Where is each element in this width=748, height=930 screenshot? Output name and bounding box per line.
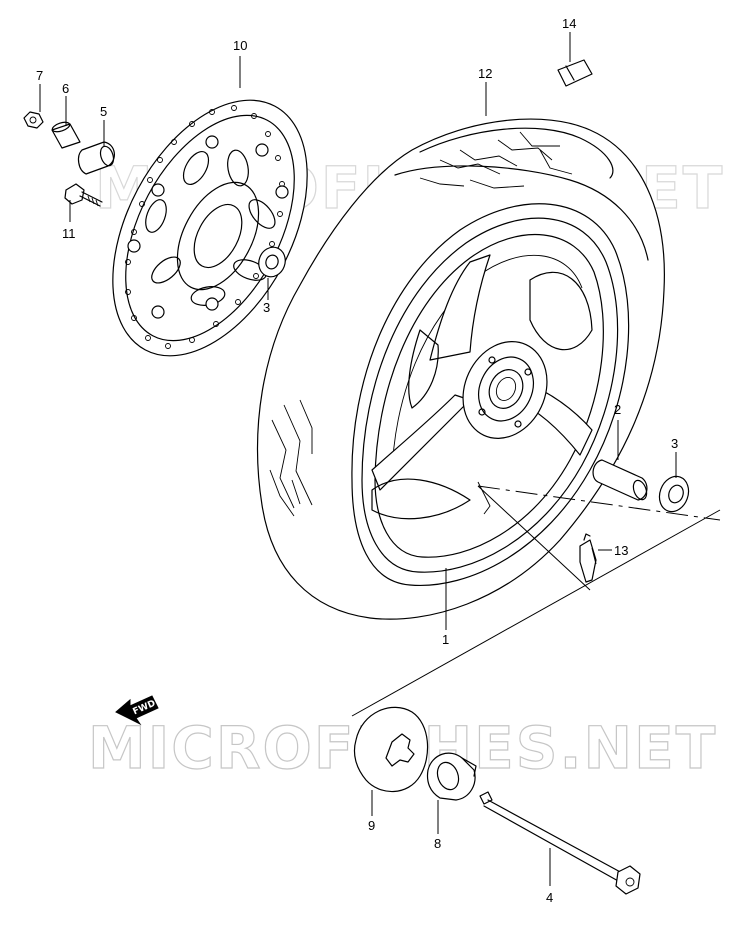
callout-6: 6 [62,81,69,96]
callout-3-right: 3 [671,436,678,451]
callout-2: 2 [614,402,621,417]
bolt-11 [64,183,103,207]
wheel-rim [361,217,619,573]
callout-8: 8 [434,836,441,851]
spacer-5 [77,141,115,175]
leader-lines [39,32,677,886]
callout-11: 11 [62,226,76,241]
callout-3-left: 3 [263,300,270,315]
brake-disc [112,99,308,357]
collar-6 [51,121,81,149]
nut-7 [23,111,44,129]
callouts: 10 12 14 7 6 5 11 3 2 3 13 1 9 8 4 [36,16,678,905]
spacer-2 [592,459,648,501]
callout-9: 9 [368,818,375,833]
cover-9 [353,706,429,793]
callout-10: 10 [233,38,247,53]
callout-4: 4 [546,890,553,905]
reference-lines [351,485,721,717]
callout-14: 14 [562,16,576,31]
bearing-left [258,246,286,278]
valve-13 [579,533,597,583]
callout-7: 7 [36,68,43,83]
callout-1: 1 [442,632,449,647]
callout-5: 5 [100,104,107,119]
gearbox-8 [426,752,477,801]
valve-cap-14 [557,59,593,87]
callout-13: 13 [614,543,628,558]
axle-4 [479,791,641,895]
callout-12: 12 [478,66,492,81]
bearing-right [658,475,690,513]
disc-holes [125,105,285,349]
